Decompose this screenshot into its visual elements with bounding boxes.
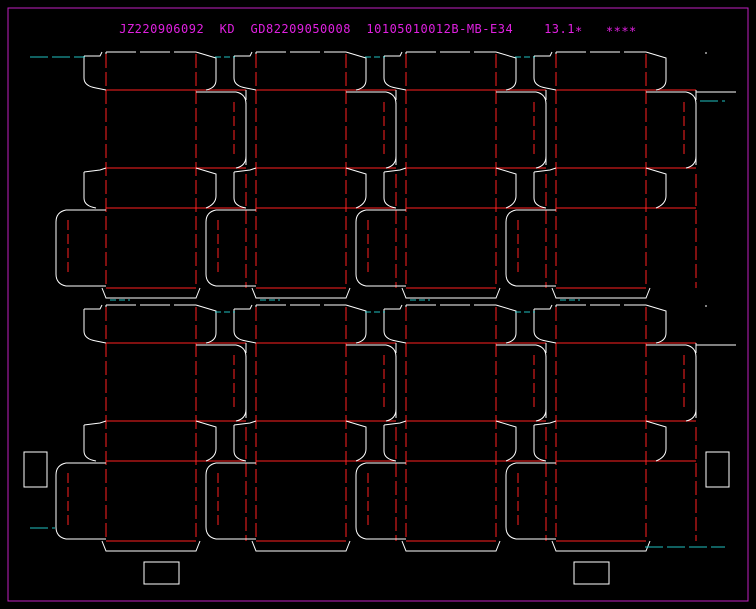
box-unit [355,51,557,299]
cut-line [646,91,697,169]
cut-line [646,344,697,422]
registration-mark [573,561,610,585]
cut-line [401,287,501,299]
registration-mark [705,451,730,488]
cut-line [505,209,556,287]
box-unit [505,304,736,552]
cut-line [345,51,367,91]
cut-line [83,309,107,344]
auxiliary-marks [23,56,730,585]
cut-line [383,420,407,426]
cut-line [383,56,407,91]
drawing-title: JZ220906092 KD GD82209050008 10105010012… [119,22,637,36]
cut-line [533,167,557,173]
cut-line [101,540,201,552]
cut-line [384,304,403,310]
cut-line [383,167,407,173]
cut-line [496,344,547,422]
box-unit [355,304,557,552]
cut-line [84,51,103,57]
cut-line [551,287,651,299]
cut-line [234,304,253,310]
cut-line [345,420,367,462]
cut-line [384,51,403,57]
cut-line [496,91,547,169]
cut-line [196,344,247,422]
cut-line [533,172,547,209]
cut-line [84,304,103,310]
cut-line [533,420,557,426]
cut-line [383,309,407,344]
cut-line [401,540,501,552]
drawing-frame [7,7,749,602]
cut-line [495,304,517,344]
cut-line [233,167,257,173]
cut-line [346,91,397,169]
cut-line [83,172,97,209]
cut-line [495,167,517,209]
cut-line [346,344,397,422]
registration-mark [23,451,48,488]
cut-line [233,309,257,344]
registration-mark [143,561,180,585]
box-units [55,51,736,552]
cut-line [195,167,217,209]
box-unit [55,304,257,552]
cut-line [205,462,256,540]
box-unit [205,304,407,552]
box-unit [55,51,257,299]
box-unit [505,51,736,299]
cut-line [83,167,107,173]
cut-line [645,420,667,462]
cut-line [55,209,106,287]
cut-line [233,172,247,209]
cut-line [233,56,257,91]
cut-line [533,309,557,344]
cut-line [196,91,247,169]
cut-line [205,209,256,287]
cut-line [195,420,217,462]
cut-line [83,425,97,462]
cut-line [251,287,351,299]
cut-line [233,420,257,426]
cut-line [383,172,397,209]
cut-line [645,167,667,209]
cut-line [251,540,351,552]
cut-line [345,304,367,344]
cut-line [355,209,406,287]
cut-line [495,420,517,462]
cut-line [195,51,217,91]
cut-line [495,51,517,91]
cut-line [101,287,201,299]
cut-line [345,167,367,209]
cut-line [533,56,557,91]
cut-line [534,304,553,310]
cut-line [355,462,406,540]
cut-line [534,51,553,57]
cut-line [645,304,667,344]
cut-line [505,462,556,540]
cut-line [383,425,397,462]
cut-line [83,420,107,426]
cut-line [234,51,253,57]
cut-line [195,304,217,344]
cut-line [55,462,106,540]
cut-line [551,540,651,552]
cut-line [233,425,247,462]
box-unit [205,51,407,299]
cut-line [645,51,667,91]
cut-line [83,56,107,91]
cut-line [533,425,547,462]
